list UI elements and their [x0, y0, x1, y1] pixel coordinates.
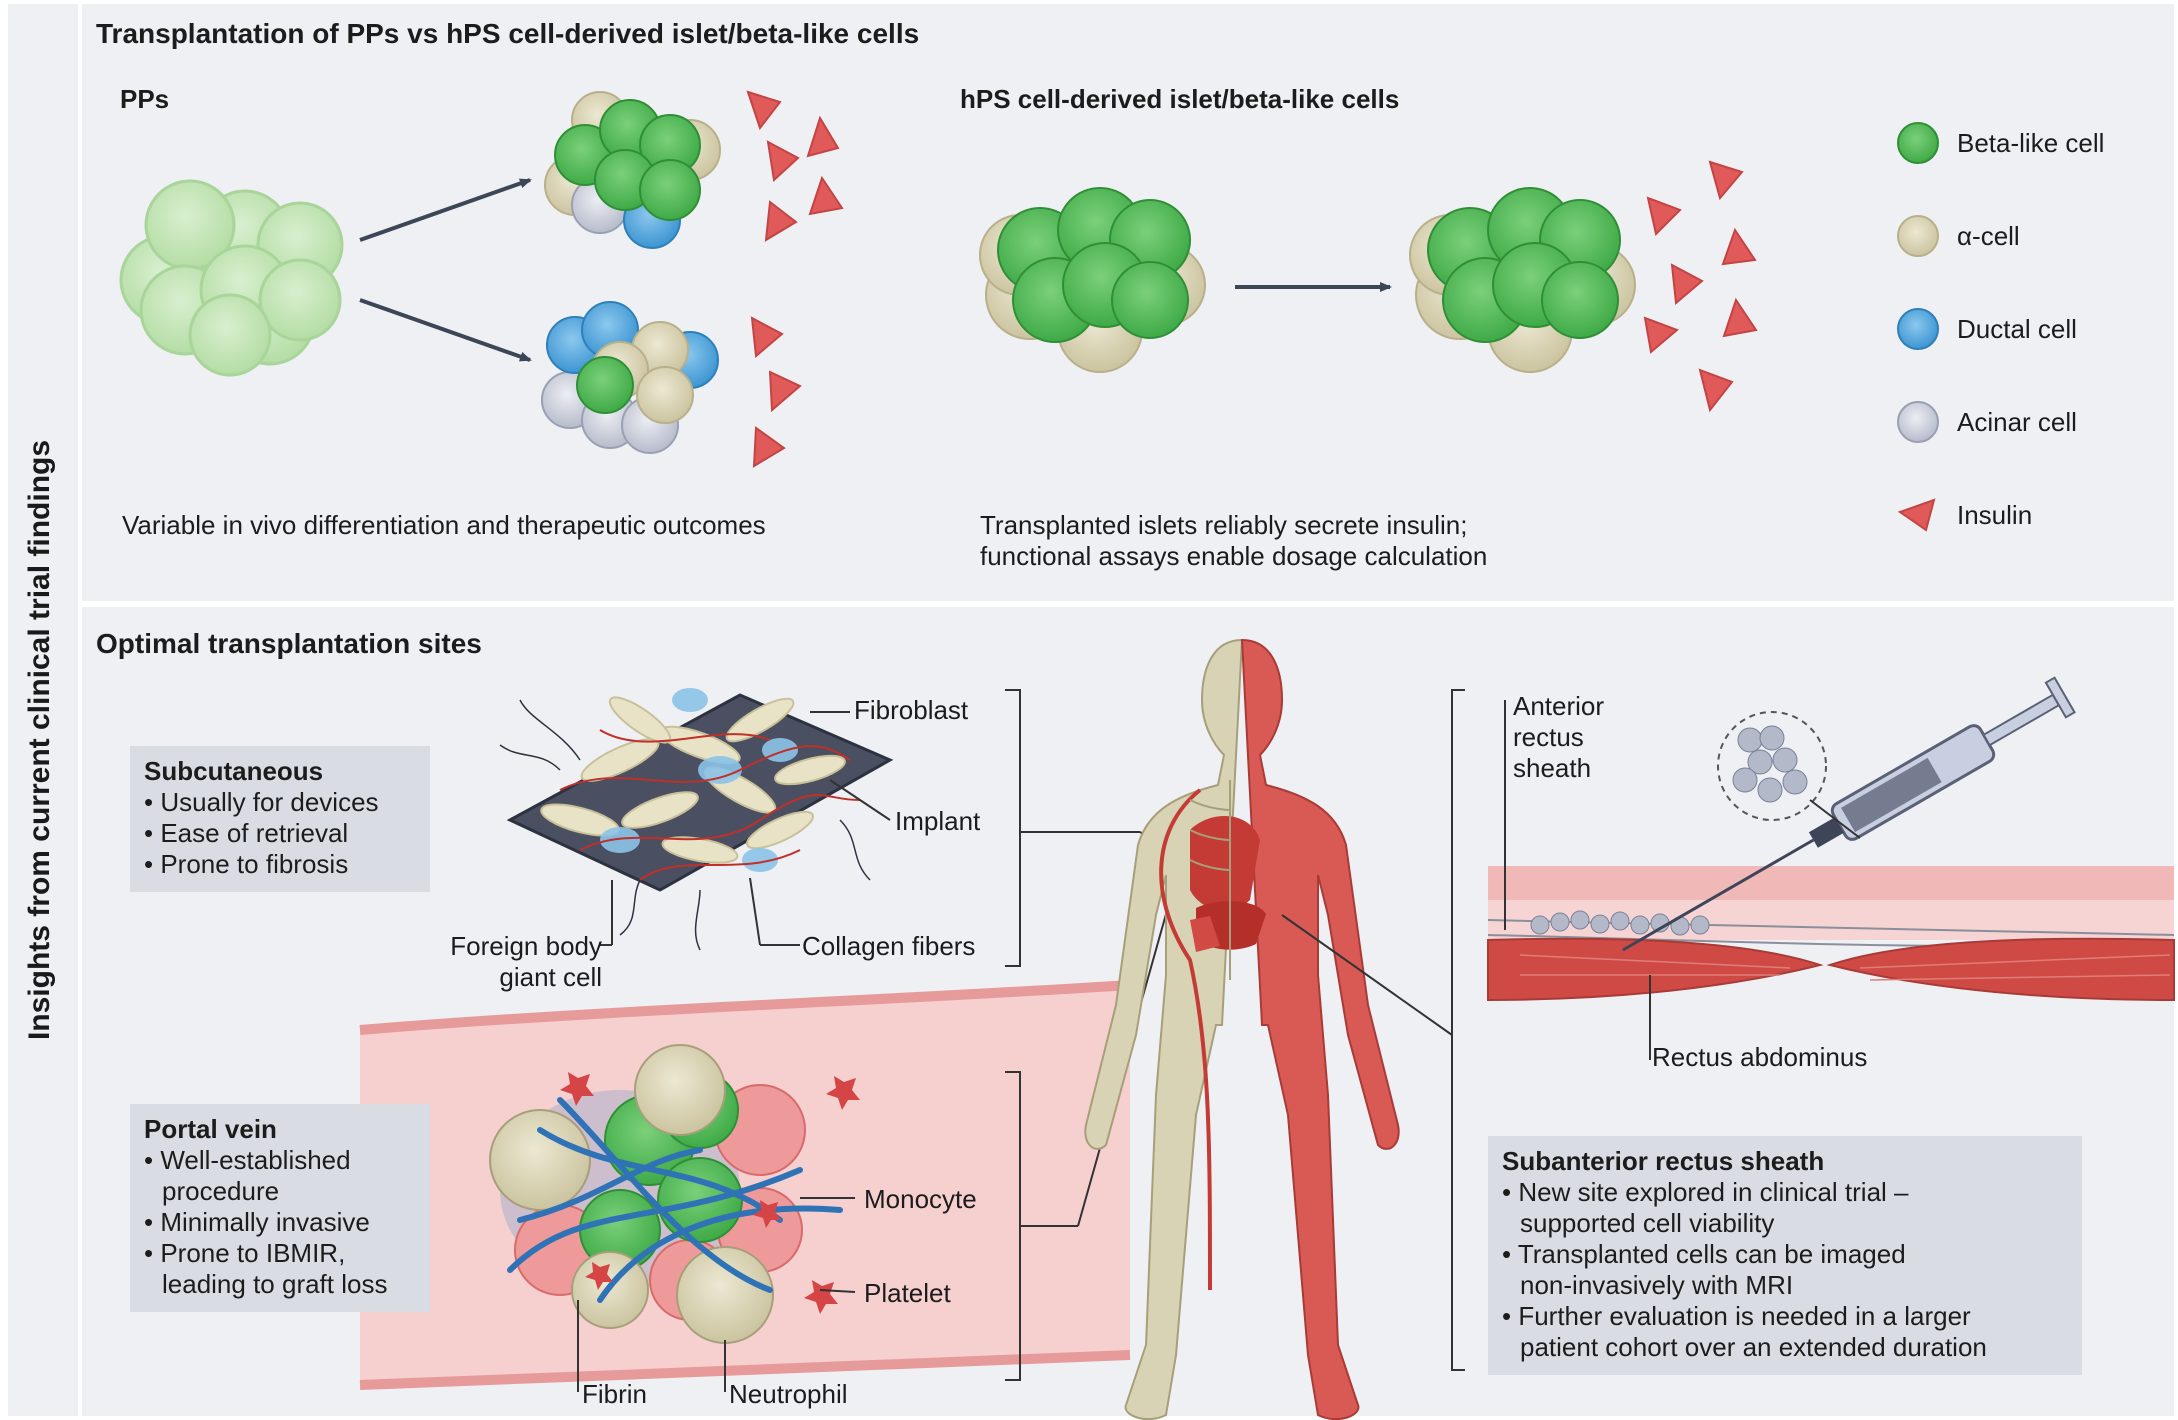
hps-cluster-initial — [979, 187, 1206, 373]
pp-arrow-up — [359, 178, 532, 242]
label-monocyte: Monocyte — [864, 1184, 977, 1214]
legend-insulin: Insulin — [1957, 500, 2033, 530]
pp-insulin-group — [746, 90, 844, 468]
subcutaneous-implant — [499, 688, 894, 951]
label-foreign-body-line2: giant cell — [499, 962, 602, 992]
human-body-figure — [1084, 638, 1400, 1420]
label-implant: Implant — [895, 806, 981, 836]
legend-insulin-icon — [1897, 498, 1936, 532]
label-platelet: Platelet — [864, 1278, 951, 1308]
hps-caption-line2: functional assays enable dosage calculat… — [980, 541, 1488, 571]
label-neutrophil: Neutrophil — [729, 1379, 848, 1409]
portal-vein-title: Portal vein — [144, 1114, 277, 1144]
legend-green-cell-icon — [1897, 122, 1939, 164]
rectus-leaders — [1451, 689, 1651, 1371]
subcutaneous-bullet: Ease of retrieval — [144, 818, 416, 849]
rectus-sheath-diagram — [1487, 676, 2175, 1002]
label-collagen-fibers: Collagen fibers — [802, 931, 976, 961]
legend-tan-cell-icon — [1897, 215, 1939, 257]
legend-alpha-cell: α-cell — [1957, 221, 2020, 251]
label-anterior-sheath-line1: Anterior — [1513, 691, 1605, 721]
subcutaneous-bullet: Prone to fibrosis — [144, 849, 416, 880]
rectus-sheath-title: Subanterior rectus sheath — [1502, 1146, 1825, 1176]
rectus-bullet: New site explored in clinical trial –sup… — [1502, 1177, 2068, 1239]
label-fibrin: Fibrin — [582, 1379, 648, 1409]
label-anterior-sheath-line3: sheath — [1513, 753, 1592, 783]
subcutaneous-bullet: Usually for devices — [144, 787, 416, 818]
pp-arrow-down — [359, 298, 532, 362]
top-section-title: Transplantation of PPs vs hPS cell-deriv… — [96, 18, 920, 49]
legend-beta-like-cell: Beta-like cell — [1957, 128, 2105, 158]
legend-ductal-cell: Ductal cell — [1957, 314, 2077, 344]
rectus-bullet: Further evaluation is needed in a larger… — [1502, 1301, 2068, 1363]
label-foreign-body-line1: Foreign body — [450, 931, 602, 961]
pp-progenitor-cluster — [119, 179, 344, 377]
pps-caption: Variable in vivo differentiation and the… — [122, 510, 766, 540]
hps-insulin-group — [1643, 160, 1758, 413]
label-anterior-sheath-line2: rectus — [1513, 722, 1584, 752]
subcutaneous-box: Subcutaneous Usually for devices Ease of… — [130, 746, 430, 892]
body-leaders — [1281, 914, 1453, 1036]
legend-acinar-cell: Acinar cell — [1957, 407, 2077, 437]
label-fibroblast: Fibroblast — [854, 695, 969, 725]
hps-cluster-secreting — [1409, 187, 1636, 373]
portal-bullet: Minimally invasive — [144, 1207, 416, 1238]
legend-grey-cell-icon — [1897, 401, 1939, 443]
pp-outcome-mixed-cluster — [541, 301, 719, 454]
subcutaneous-title: Subcutaneous — [144, 756, 324, 786]
pp-outcome-beta-cluster — [544, 91, 721, 249]
hps-label: hPS cell-derived islet/beta-like cells — [960, 84, 1400, 114]
side-strip — [8, 4, 78, 1416]
portal-vein — [359, 980, 1131, 1390]
legend-blue-cell-icon — [1897, 308, 1939, 350]
rectus-bullet: Transplanted cells can be imagednon-inva… — [1502, 1239, 2068, 1301]
hps-caption-line1: Transplanted islets reliably secrete ins… — [980, 510, 1468, 540]
rectus-sheath-box: Subanterior rectus sheath New site explo… — [1488, 1136, 2082, 1375]
portal-bullet: Prone to IBMIR,leading to graft loss — [144, 1238, 416, 1300]
bottom-section-title: Optimal transplantation sites — [96, 628, 482, 659]
pps-label: PPs — [120, 84, 170, 114]
label-rectus-abdominus: Rectus abdominus — [1652, 1042, 1868, 1072]
